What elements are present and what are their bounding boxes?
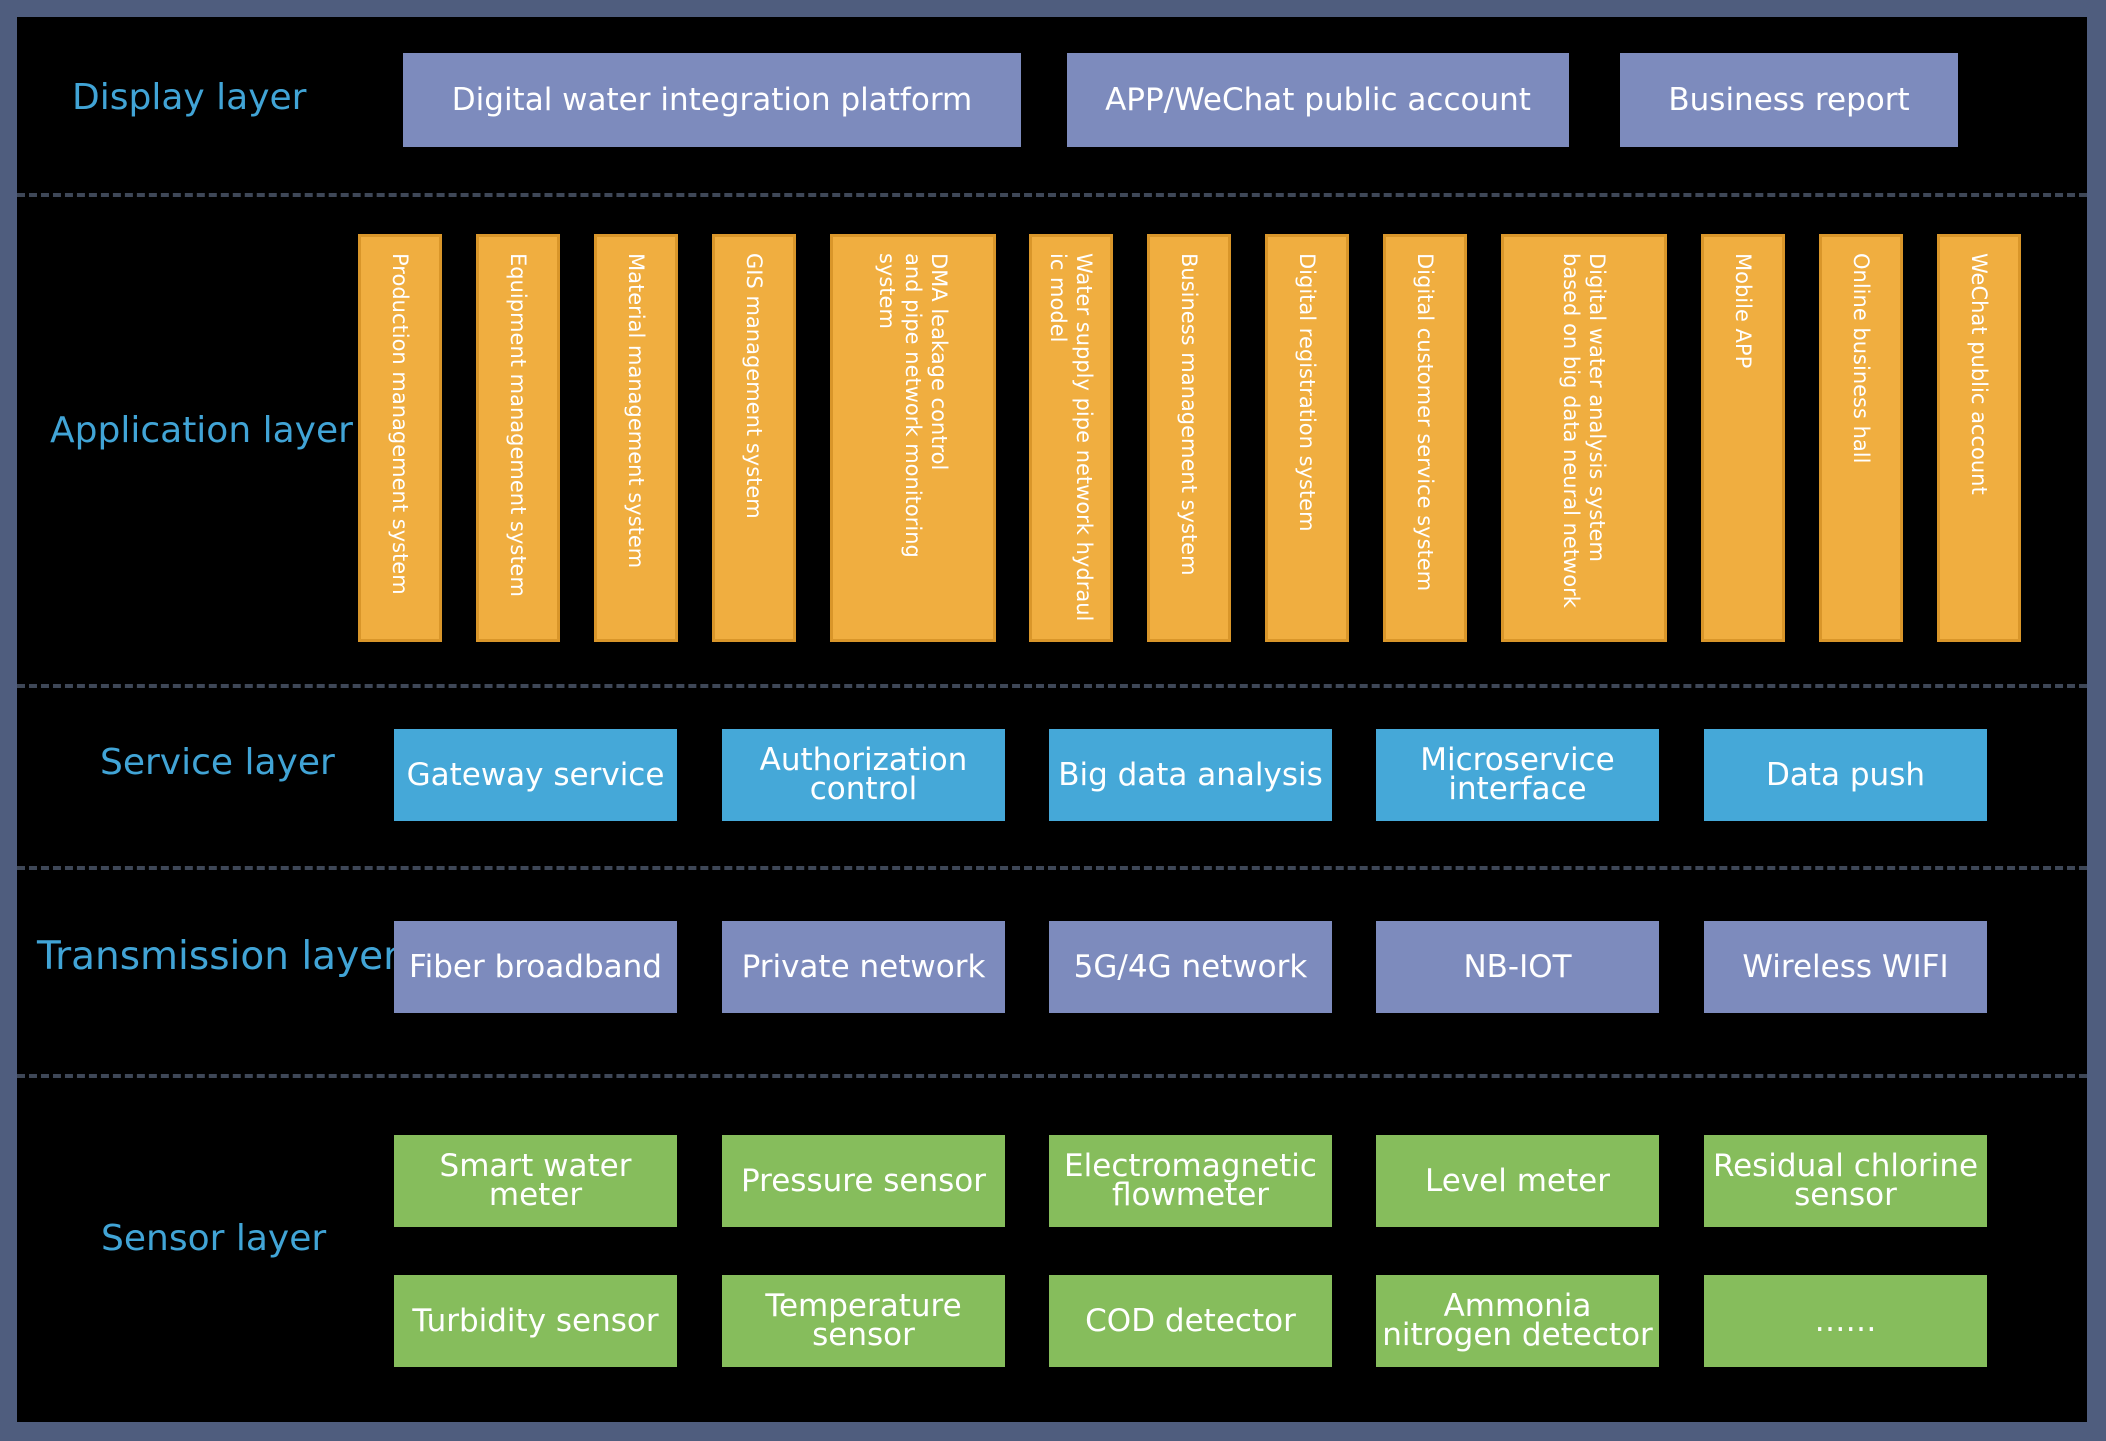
display-box-integration-platform: Digital water integration platform — [403, 53, 1021, 147]
app-box-label: DMA leakage control and pipe network mon… — [875, 253, 951, 558]
app-box-label: Production management system — [388, 253, 412, 595]
app-box-dma-leakage-control: DMA leakage control and pipe network mon… — [830, 234, 996, 642]
sensor-box-residual-chlorine: Residual chlorine sensor — [1704, 1135, 1987, 1227]
layer-divider — [17, 1074, 2087, 1078]
sensor-box-ammonia-nitrogen: Ammonia nitrogen detector — [1376, 1275, 1659, 1367]
app-box-label: Water supply pipe network hydraul ic mod… — [1046, 253, 1096, 622]
service-box-data-push: Data push — [1704, 729, 1987, 821]
sensor-box-temperature: Temperature sensor — [722, 1275, 1005, 1367]
app-box-wechat-public-account: WeChat public account — [1937, 234, 2021, 642]
app-box-mobile-app: Mobile APP — [1701, 234, 1785, 642]
service-box-microservice: Microservice interface — [1376, 729, 1659, 821]
transmission-box-5g4g: 5G/4G network — [1049, 921, 1332, 1013]
app-box-digital-customer-service: Digital customer service system — [1383, 234, 1467, 642]
service-box-authorization: Authorization control — [722, 729, 1005, 821]
service-box-gateway: Gateway service — [394, 729, 677, 821]
transmission-layer-label: Transmission layer — [37, 934, 400, 979]
sensor-box-turbidity: Turbidity sensor — [394, 1275, 677, 1367]
service-layer-label: Service layer — [100, 742, 335, 783]
transmission-box-fiber: Fiber broadband — [394, 921, 677, 1013]
app-box-digital-registration: Digital registration system — [1265, 234, 1349, 642]
app-box-production-management: Production management system — [358, 234, 442, 642]
sensor-box-smart-water-meter: Smart water meter — [394, 1135, 677, 1227]
app-box-digital-water-analysis: Digital water analysis system based on b… — [1501, 234, 1667, 642]
app-box-label: Material management system — [624, 253, 648, 569]
app-box-label: Business management system — [1177, 253, 1201, 576]
transmission-box-private-network: Private network — [722, 921, 1005, 1013]
app-box-label: WeChat public account — [1967, 253, 1991, 495]
app-box-label: Digital water analysis system based on b… — [1559, 253, 1609, 608]
app-box-label: Equipment management system — [506, 253, 530, 597]
architecture-diagram: Display layer Digital water integration … — [17, 17, 2087, 1422]
sensor-box-ellipsis: …… — [1704, 1275, 1987, 1367]
sensor-box-pressure: Pressure sensor — [722, 1135, 1005, 1227]
app-box-hydraulic-model: Water supply pipe network hydraul ic mod… — [1029, 234, 1113, 642]
app-box-label: Online business hall — [1849, 253, 1873, 464]
transmission-box-wifi: Wireless WIFI — [1704, 921, 1987, 1013]
app-box-gis-management: GIS management system — [712, 234, 796, 642]
app-box-label: GIS management system — [742, 253, 766, 519]
application-layer-label: Application layer — [50, 410, 353, 451]
app-box-material-management: Material management system — [594, 234, 678, 642]
layer-divider — [17, 193, 2087, 197]
app-box-label: Digital registration system — [1295, 253, 1319, 532]
app-box-label: Digital customer service system — [1413, 253, 1437, 592]
sensor-box-flowmeter: Electromagnetic flowmeter — [1049, 1135, 1332, 1227]
app-box-business-management: Business management system — [1147, 234, 1231, 642]
app-box-online-business-hall: Online business hall — [1819, 234, 1903, 642]
sensor-box-level-meter: Level meter — [1376, 1135, 1659, 1227]
app-box-equipment-management: Equipment management system — [476, 234, 560, 642]
display-box-app-wechat: APP/WeChat public account — [1067, 53, 1569, 147]
display-box-business-report: Business report — [1620, 53, 1958, 147]
display-layer-label: Display layer — [72, 77, 307, 118]
transmission-box-nb-iot: NB-IOT — [1376, 921, 1659, 1013]
app-box-label: Mobile APP — [1731, 253, 1755, 369]
layer-divider — [17, 866, 2087, 870]
sensor-box-cod-detector: COD detector — [1049, 1275, 1332, 1367]
sensor-layer-label: Sensor layer — [101, 1218, 327, 1259]
layer-divider — [17, 684, 2087, 688]
service-box-big-data: Big data analysis — [1049, 729, 1332, 821]
